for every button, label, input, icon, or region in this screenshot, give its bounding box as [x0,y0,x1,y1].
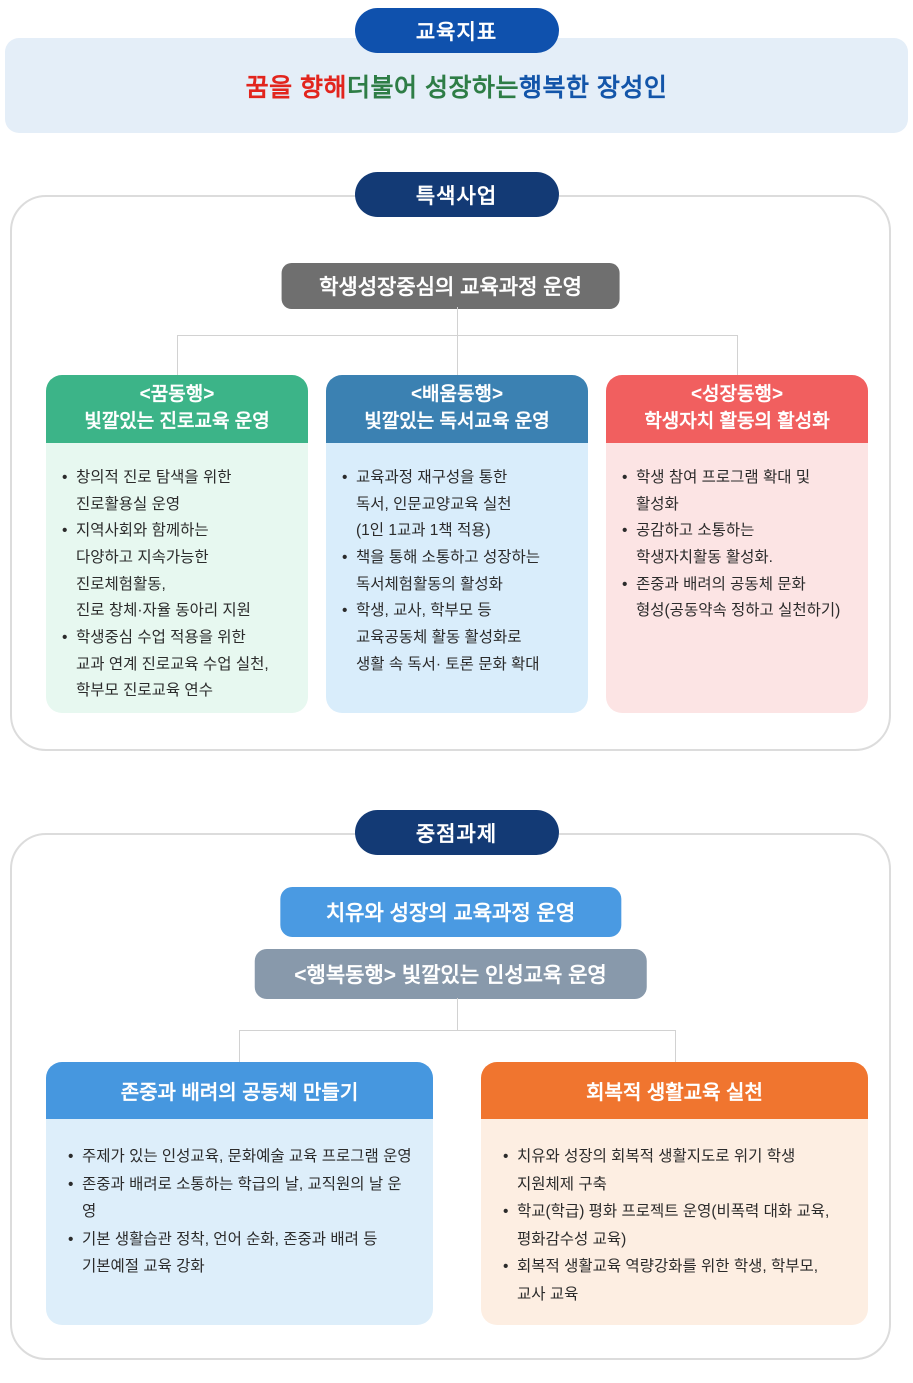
section1-header: 학생성장중심의 교육과정 운영 [281,263,620,309]
card-title-line1: <꿈동행> [139,384,215,406]
list-item-text: 공감하고 소통하는 학생자치활동 활성화. [636,522,773,566]
list-item-text: 주제가 있는 인성교육, 문화예술 교육 프로그램 운영 [82,1148,412,1165]
list-item: • 주제가 있는 인성교육, 문화예술 교육 프로그램 운영 [68,1143,415,1171]
card-title-line2: 빛깔있는 독서교육 운영 [364,411,550,432]
bullet-icon: • [622,575,628,593]
section2-header-primary: 치유와 성장의 교육과정 운영 [279,887,622,937]
connector-line [177,335,178,375]
bullet-icon: • [68,1148,74,1165]
motto-part-green: 더불어 성장하는 [347,73,519,102]
restorative-education-card-body: • 치유와 성장의 회복적 생활지도로 위기 학생 지원체제 구축 • 학교(학… [481,1119,868,1325]
list-item: • 존중과 배려로 소통하는 학급의 날, 교직원의 날 운영 [68,1171,415,1226]
bullet-icon: • [342,602,348,620]
key-tasks-badge: 중점과제 [354,810,559,855]
motto-banner: 꿈을 향해 더불어 성장하는 행복한 장성인 [5,38,908,133]
list-item-text: 존중과 배려의 공동체 문화 형성(공동약속 정하고 실천하기) [636,575,841,620]
special-programs-section: 학생성장중심의 교육과정 운영 <꿈동행> 빛깔있는 진로교육 운영 • 창의적… [10,195,891,751]
bullet-icon: • [503,1148,509,1165]
card-title-line1: <성장동행> [690,384,784,406]
list-item: • 치유와 성장의 회복적 생활지도로 위기 학생 지원체제 구축 [503,1143,850,1198]
bullet-icon: • [68,1230,74,1248]
reading-education-card-header: <배움동행> 빛깔있는 독서교육 운영 [326,375,588,443]
bullet-icon: • [62,628,68,646]
key-tasks-section: 치유와 성장의 교육과정 운영 <행복동행> 빛깔있는 인성교육 운영 존중과 … [10,833,891,1360]
motto-part-blue: 행복한 장성인 [518,73,668,102]
bullet-icon: • [622,522,628,540]
connector-line [675,1030,676,1062]
section2-header-secondary: <행복동행> 빛깔있는 인성교육 운영 [254,949,647,999]
list-item-text: 학교(학급) 평화 프로젝트 운영(비폭력 대화 교육, 평화감수성 교육) [517,1203,830,1248]
education-index-badge: 교육지표 [354,8,559,53]
restorative-education-card-header: 회복적 생활교육 실천 [481,1062,868,1119]
bullet-icon: • [503,1203,509,1221]
bullet-icon: • [342,469,348,486]
connector-line [239,1030,240,1062]
bullet-icon: • [68,1175,74,1193]
list-item: • 학생, 교사, 학부모 등 교육공동체 활동 활성화로 생활 속 독서· 토… [342,598,576,678]
list-item-text: 교육과정 재구성을 통한 독서, 인문교양교육 실천 (1인 1교과 1책 적용… [356,469,512,540]
reading-education-card: <배움동행> 빛깔있는 독서교육 운영 • 교육과정 재구성을 통한 독서, 인… [326,375,588,713]
list-item: • 교육과정 재구성을 통한 독서, 인문교양교육 실천 (1인 1교과 1책 … [342,465,576,545]
card-title-line1: <배움동행> [410,384,504,406]
bullet-icon: • [622,469,628,486]
special-programs-badge: 특색사업 [354,172,559,217]
list-item-text: 기본 생활습관 정착, 언어 순화, 존중과 배려 등 기본예절 교육 강화 [82,1230,378,1276]
bullet-icon: • [62,469,68,486]
bullet-icon: • [503,1258,509,1276]
motto-part-red: 꿈을 향해 [245,73,348,102]
list-item: • 학생중심 수업 적용을 위한 교과 연계 진로교육 수업 실천, 학부모 진… [62,625,296,705]
restorative-education-card: 회복적 생활교육 실천 • 치유와 성장의 회복적 생활지도로 위기 학생 지원… [481,1062,868,1325]
connector-line [737,335,738,375]
list-item-text: 책을 통해 소통하고 성장하는 독서체험활동의 활성화 [356,548,541,593]
list-item-text: 존중과 배려로 소통하는 학급의 날, 교직원의 날 운영 [82,1175,402,1221]
bullet-icon: • [62,522,68,540]
list-item: • 공감하고 소통하는 학생자치활동 활성화. [622,518,856,571]
career-education-card-header: <꿈동행> 빛깔있는 진로교육 운영 [46,375,308,443]
connector-line [457,307,458,335]
student-autonomy-card-body: • 학생 참여 프로그램 확대 및 활성화 • 공감하고 소통하는 학생자치활동… [606,443,868,713]
card-title-line2: 학생자치 활동의 활성화 [644,411,830,432]
section1-columns: <꿈동행> 빛깔있는 진로교육 운영 • 창의적 진로 탐색을 위한 진로활용실… [46,375,868,713]
connector-line [239,1030,676,1031]
list-item: • 학생 참여 프로그램 확대 및 활성화 [622,465,856,518]
list-item-text: 창의적 진로 탐색을 위한 진로활용실 운영 [76,469,232,513]
connector-line [457,335,458,375]
community-building-card-header: 존중과 배려의 공동체 만들기 [46,1062,433,1119]
career-education-card-body: • 창의적 진로 탐색을 위한 진로활용실 운영 • 지역사회와 함께하는 다양… [46,443,308,713]
community-building-card-body: • 주제가 있는 인성교육, 문화예술 교육 프로그램 운영 • 존중과 배려로… [46,1119,433,1325]
list-item: • 회복적 생활교육 역량강화를 위한 학생, 학부모, 교사 교육 [503,1253,850,1308]
list-item-text: 회복적 생활교육 역량강화를 위한 학생, 학부모, 교사 교육 [517,1258,819,1303]
list-item: • 창의적 진로 탐색을 위한 진로활용실 운영 [62,465,296,518]
community-building-card: 존중과 배려의 공동체 만들기 • 주제가 있는 인성교육, 문화예술 교육 프… [46,1062,433,1325]
list-item-text: 학생중심 수업 적용을 위한 교과 연계 진로교육 수업 실천, 학부모 진로교… [76,628,269,700]
section2-columns: 존중과 배려의 공동체 만들기 • 주제가 있는 인성교육, 문화예술 교육 프… [46,1062,868,1325]
connector-line [457,998,458,1030]
reading-education-card-body: • 교육과정 재구성을 통한 독서, 인문교양교육 실천 (1인 1교과 1책 … [326,443,588,713]
student-autonomy-card: <성장동행> 학생자치 활동의 활성화 • 학생 참여 프로그램 확대 및 활성… [606,375,868,713]
list-item-text: 치유와 성장의 회복적 생활지도로 위기 학생 지원체제 구축 [517,1148,796,1193]
bullet-icon: • [342,548,348,566]
card-title-line2: 빛깔있는 진로교육 운영 [84,411,270,432]
list-item: • 존중과 배려의 공동체 문화 형성(공동약속 정하고 실천하기) [622,572,856,625]
list-item: • 책을 통해 소통하고 성장하는 독서체험활동의 활성화 [342,545,576,598]
list-item: • 기본 생활습관 정착, 언어 순화, 존중과 배려 등 기본예절 교육 강화 [68,1226,415,1281]
list-item-text: 학생 참여 프로그램 확대 및 활성화 [636,469,811,513]
student-autonomy-card-header: <성장동행> 학생자치 활동의 활성화 [606,375,868,443]
list-item-text: 지역사회와 함께하는 다양하고 지속가능한 진로체험활동, 진로 창체·자율 동… [76,522,251,620]
career-education-card: <꿈동행> 빛깔있는 진로교육 운영 • 창의적 진로 탐색을 위한 진로활용실… [46,375,308,713]
list-item-text: 학생, 교사, 학부모 등 교육공동체 활동 활성화로 생활 속 독서· 토론 … [356,602,540,673]
list-item: • 지역사회와 함께하는 다양하고 지속가능한 진로체험활동, 진로 창체·자율… [62,518,296,625]
list-item: • 학교(학급) 평화 프로젝트 운영(비폭력 대화 교육, 평화감수성 교육) [503,1198,850,1253]
